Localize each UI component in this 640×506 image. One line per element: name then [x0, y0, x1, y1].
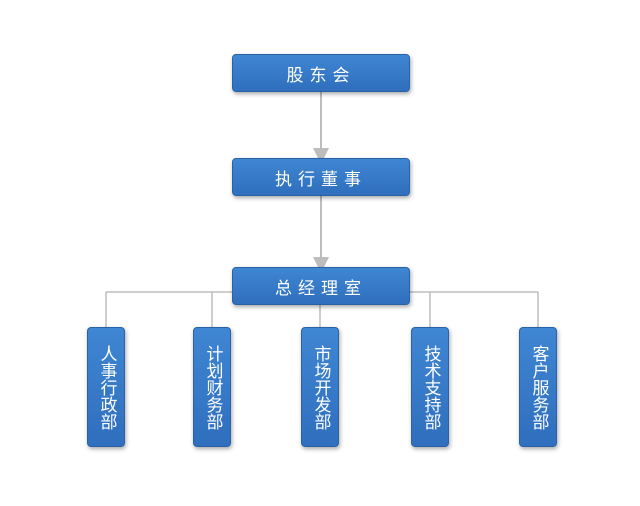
node-dept-planning-finance: 计划财务部 [193, 327, 231, 447]
node-general-manager-office: 总经理室 [232, 267, 410, 305]
node-executive-director: 执行董事 [232, 158, 410, 196]
node-dept-customer-service: 客户服务部 [519, 327, 557, 447]
node-dept-market-development: 市场开发部 [301, 327, 339, 447]
node-shareholders: 股东会 [232, 54, 410, 92]
node-dept-hr-admin: 人事行政部 [87, 327, 125, 447]
node-dept-technical-support: 技术支持部 [411, 327, 449, 447]
